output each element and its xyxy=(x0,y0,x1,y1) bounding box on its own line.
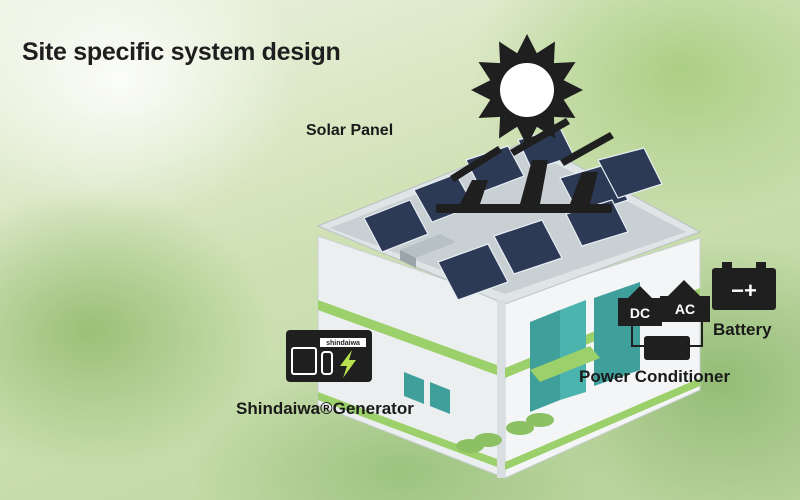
ac-label: AC xyxy=(675,301,695,317)
solar-panel-5 xyxy=(437,243,509,301)
power-conditioner-label: Power Conditioner xyxy=(579,367,731,386)
solar-panel-label: Solar Panel xyxy=(306,122,394,139)
page-title: Site specific system design xyxy=(22,38,341,66)
solar-panel-8 xyxy=(597,147,663,199)
generator-brand: shindaiwa xyxy=(326,340,360,347)
solar-panel-1 xyxy=(363,199,429,253)
battery-label: Battery xyxy=(713,320,772,339)
battery-terminals: −+ xyxy=(731,278,757,303)
dc-label: DC xyxy=(630,305,650,321)
generator-label: Shindaiwa®Generator xyxy=(236,399,414,418)
solar-panel-6 xyxy=(493,219,563,275)
